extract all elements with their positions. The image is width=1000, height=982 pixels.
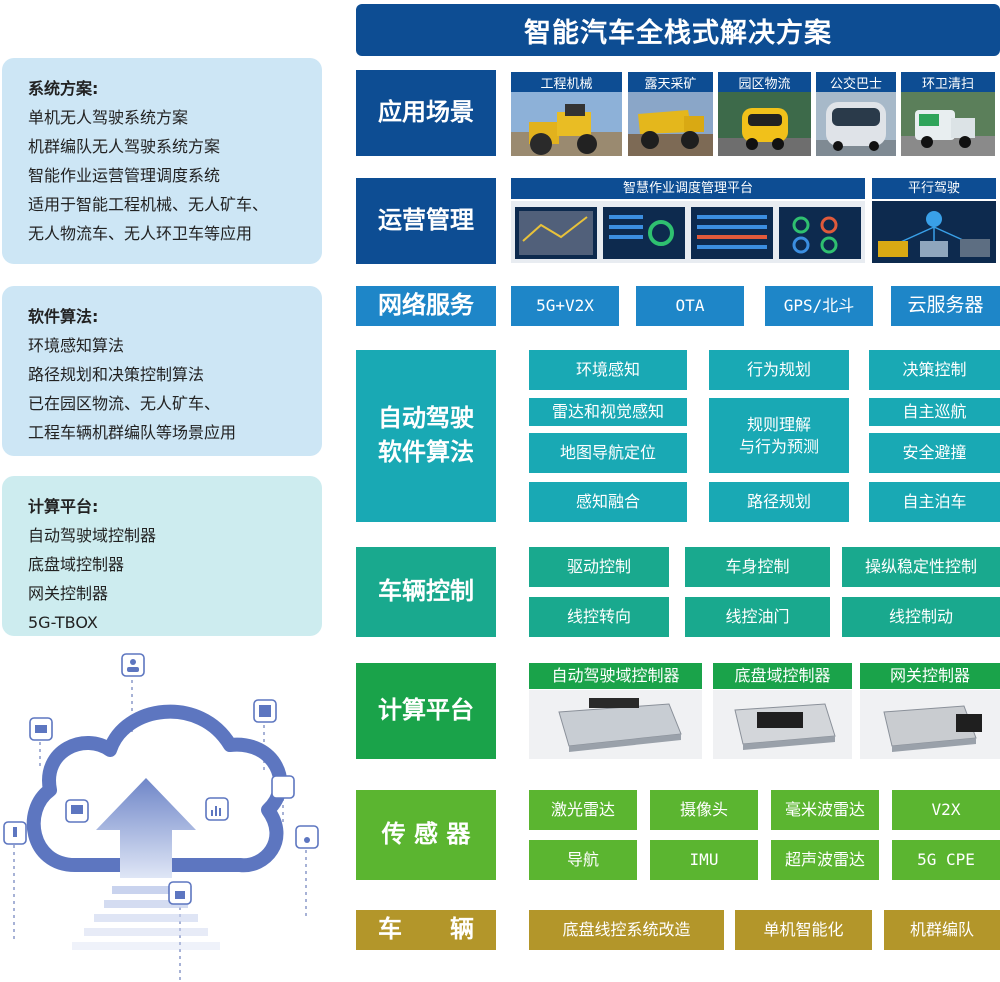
row-label-scenarios: 应用场景 [356, 70, 496, 156]
network-item-gps: GPS/北斗 [765, 286, 873, 326]
row-label-software-line: 软件算法 [378, 438, 474, 466]
sensor-item: IMU [650, 840, 758, 880]
network-item-cloud-server: 云服务器 [891, 286, 1000, 326]
vehicle-control-item: 车身控制 [685, 547, 830, 587]
scenario-label: 环卫清扫 [921, 76, 974, 92]
roller-image [511, 92, 622, 156]
sensor-item: 5G CPE [892, 840, 1000, 880]
row-label-network: 网络服务 [356, 286, 496, 326]
compute-ecu-image [713, 690, 852, 759]
compute-ecu-image [860, 690, 1000, 759]
parallel-driving-illustration [872, 201, 996, 263]
dashboard-image [515, 207, 861, 259]
row-label-sensors: 传 感 器 [356, 790, 496, 880]
row-label-software: 自动驾驶 软件算法 [356, 350, 496, 522]
scenario-label: 工程机械 [540, 76, 593, 92]
ad-domain-controller-image [558, 698, 682, 752]
scenario-park-logistics: 园区物流 [718, 72, 811, 156]
sensor-item: 超声波雷达 [771, 840, 879, 880]
compute-item-header: 底盘域控制器 [713, 663, 852, 689]
network-item-ota: OTA [636, 286, 744, 326]
software-item: 自主巡航 [869, 398, 1000, 426]
scenario-label: 公交巴士 [829, 76, 882, 92]
dispatch-platform-header: 智慧作业调度管理平台 [511, 178, 865, 199]
vehicle-control-item: 线控油门 [685, 597, 830, 637]
vehicle-control-item: 驱动控制 [529, 547, 669, 587]
network-item-5g-v2x: 5G+V2X [511, 286, 619, 326]
logistics-car-image [718, 92, 811, 156]
cloud-illustration [3, 653, 319, 980]
vehicle-item: 单机智能化 [735, 910, 872, 950]
sweeper-image [901, 92, 995, 156]
compute-platform-line: 自动驾驶域控制器 [28, 526, 157, 545]
system-solution-line: 无人物流车、无人环卫车等应用 [28, 224, 253, 243]
vehicle-control-item: 线控转向 [529, 597, 669, 637]
row-label-operations: 运营管理 [356, 178, 496, 264]
sensor-item: 摄像头 [650, 790, 758, 830]
sensor-item: 激光雷达 [529, 790, 637, 830]
system-solution-heading: 系统方案: [28, 79, 99, 98]
software-item-line: 与行为预测 [738, 436, 819, 456]
scenario-bus: 公交巴士 [816, 72, 896, 156]
system-solution-line: 智能作业运营管理调度系统 [28, 166, 221, 185]
compute-item-header: 网关控制器 [860, 663, 1000, 689]
software-item: 地图导航定位 [529, 433, 687, 473]
software-item-rules-prediction: 规则理解 与行为预测 [709, 398, 849, 473]
software-algorithm-panel: 软件算法: 环境感知算法 路径规划和决策控制算法 已在园区物流、无人矿车、 工程… [2, 286, 322, 456]
compute-item-header: 自动驾驶域控制器 [529, 663, 702, 689]
software-algorithm-line: 环境感知算法 [28, 336, 125, 355]
compute-ecu-image [529, 690, 702, 759]
software-item: 自主泊车 [869, 482, 1000, 522]
system-solution-line: 单机无人驾驶系统方案 [28, 108, 189, 127]
row-label-vehicle: 车 辆 [356, 910, 496, 950]
software-item: 感知融合 [529, 482, 687, 522]
software-item: 雷达和视觉感知 [529, 398, 687, 426]
scenario-open-pit-mining: 露天采矿 [628, 72, 713, 156]
compute-platform-panel: 计算平台: 自动驾驶域控制器 底盘域控制器 网关控制器 5G-TBOX [2, 476, 322, 636]
scenario-label: 园区物流 [738, 76, 791, 92]
software-item-line: 规则理解 [746, 414, 811, 434]
software-item: 行为规划 [709, 350, 849, 390]
mining-truck-image [628, 92, 713, 156]
sensor-item: 导航 [529, 840, 637, 880]
scenario-label: 露天采矿 [644, 76, 697, 92]
software-algorithm-heading: 软件算法: [28, 307, 99, 326]
vehicle-item: 底盘线控系统改造 [529, 910, 724, 950]
software-algorithm-line: 路径规划和决策控制算法 [28, 365, 205, 384]
compute-platform-line: 底盘域控制器 [28, 555, 125, 574]
system-solution-line: 机群编队无人驾驶系统方案 [28, 137, 221, 156]
row-label-compute: 计算平台 [356, 663, 496, 759]
row-label-vehicle-control: 车辆控制 [356, 547, 496, 637]
vehicle-control-item: 操纵稳定性控制 [842, 547, 1000, 587]
software-algorithm-line: 工程车辆机群编队等场景应用 [28, 423, 237, 442]
dispatch-platform-screens [511, 201, 865, 263]
software-item: 安全避撞 [869, 433, 1000, 473]
system-solution-line: 适用于智能工程机械、无人矿车、 [28, 195, 269, 214]
bus-image [816, 92, 896, 156]
sensor-item: 毫米波雷达 [771, 790, 879, 830]
row-label-software-line: 自动驾驶 [378, 404, 474, 433]
compute-platform-heading: 计算平台: [28, 497, 99, 516]
software-algorithm-line: 已在园区物流、无人矿车、 [28, 394, 221, 413]
scenario-sanitation-sweeping: 环卫清扫 [901, 72, 995, 156]
compute-platform-line: 网关控制器 [28, 584, 109, 603]
chassis-controller-image [734, 703, 836, 750]
gateway-controller-image [883, 705, 982, 752]
vehicle-item: 机群编队 [884, 910, 1000, 950]
software-item: 决策控制 [869, 350, 1000, 390]
sensor-item: V2X [892, 790, 1000, 830]
software-item: 路径规划 [709, 482, 849, 522]
software-item: 环境感知 [529, 350, 687, 390]
parallel-driving-image [872, 201, 996, 263]
vehicle-control-item: 线控制动 [842, 597, 1000, 637]
scenario-engineering-machinery: 工程机械 [511, 72, 622, 156]
page-title: 智能汽车全栈式解决方案 [356, 4, 1000, 56]
parallel-driving-header: 平行驾驶 [872, 178, 996, 199]
compute-platform-line: 5G-TBOX [28, 613, 98, 632]
system-solution-panel: 系统方案: 单机无人驾驶系统方案 机群编队无人驾驶系统方案 智能作业运营管理调度… [2, 58, 322, 264]
